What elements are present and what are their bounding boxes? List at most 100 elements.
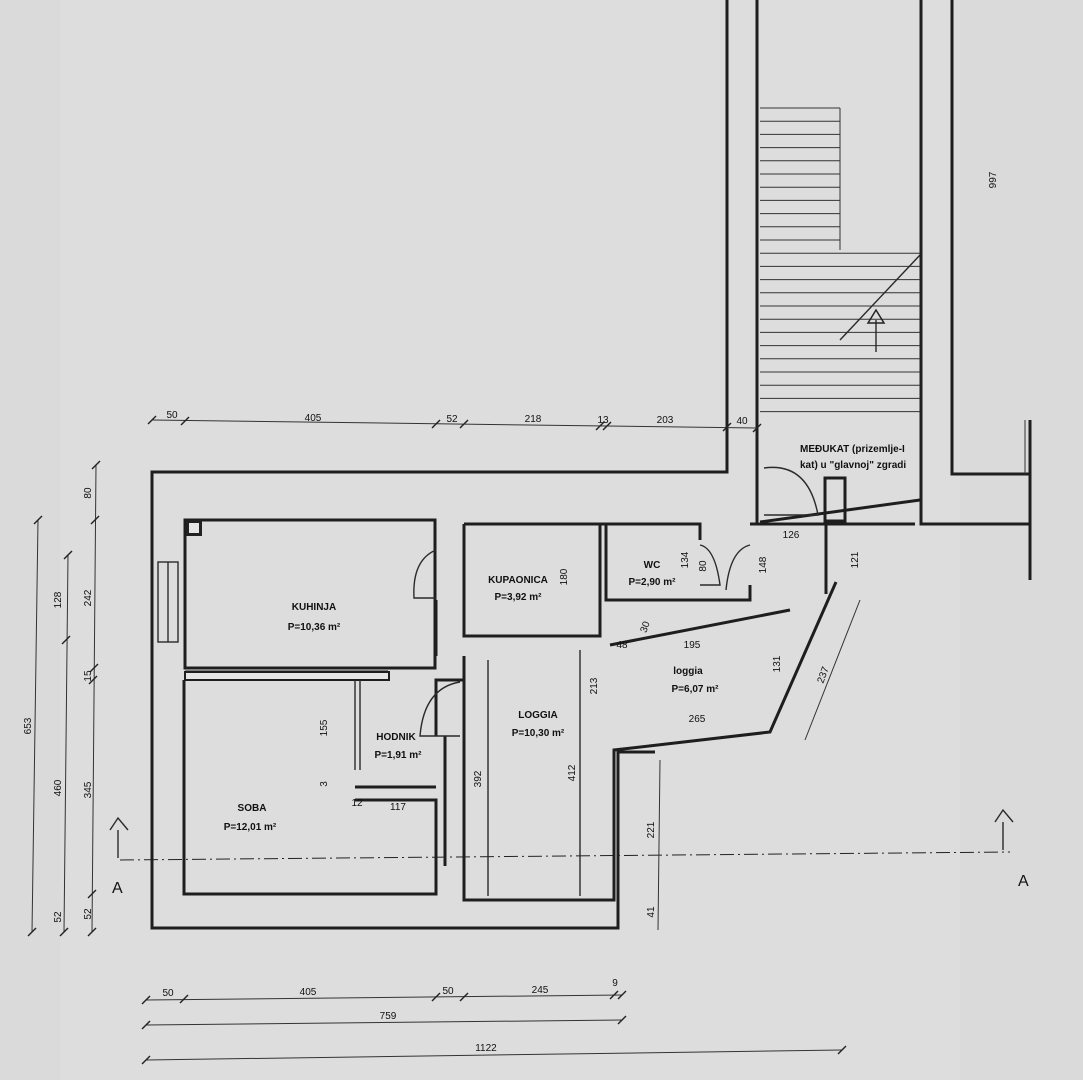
room-name-kuhinja: KUHINJA [292, 602, 336, 613]
room-area-kuhinja: P=10,36 m² [288, 622, 341, 633]
apartment-walls [157, 476, 921, 902]
dimension-tick [61, 635, 71, 645]
dimension-tick [33, 515, 43, 525]
dim-bottom-4: 245 [532, 985, 549, 996]
dim-left-52a: 52 [53, 911, 64, 923]
dim-left-460: 460 [53, 779, 64, 796]
dim-top-1: 50 [166, 410, 178, 421]
dim-top-5: 13 [597, 415, 609, 426]
dim-left-128: 128 [53, 591, 64, 608]
dim-top-4: 218 [525, 414, 542, 425]
dim-left-15: 15 [83, 670, 94, 682]
dimension-tick [89, 663, 99, 673]
dim-left-345: 345 [83, 781, 94, 798]
dim-155: 155 [319, 719, 330, 736]
dimension-tick [90, 515, 100, 525]
dim-top-7: 40 [736, 416, 748, 427]
dim-left-653: 653 [23, 717, 34, 734]
section-arrow-icon [109, 808, 1014, 858]
dimension-tick [722, 422, 732, 432]
dimension-tick [617, 1015, 627, 1025]
note-line-2: kat) u "glavnoj" zgradi [800, 460, 906, 471]
dim-392: 392 [473, 770, 484, 787]
section-label-right: A [1018, 873, 1029, 890]
dim-left-52b: 52 [83, 908, 94, 920]
dim-bottom-2: 405 [300, 987, 317, 998]
dimension-tick [180, 416, 190, 426]
room-area-wc: P=2,90 m² [629, 577, 677, 588]
dimension-tick [431, 419, 441, 429]
dim-117: 117 [390, 802, 406, 813]
room-name-loggia-small: loggia [673, 666, 703, 677]
dimension-tick [88, 675, 98, 685]
dim-left-242: 242 [83, 589, 94, 606]
room-name-wc: WC [644, 560, 661, 571]
dim-bottom-3: 50 [442, 986, 454, 997]
dim-131: 131 [772, 655, 783, 672]
dim-221: 221 [646, 821, 657, 838]
main-building-walls [150, 0, 1032, 930]
dimension-tick [87, 927, 97, 937]
dimension-tick [617, 990, 627, 1000]
dim-right-997: 997 [988, 171, 999, 188]
dimension-tick [179, 994, 189, 1004]
dimension-tick [431, 992, 441, 1002]
dim-left-80: 80 [83, 487, 94, 499]
dimension-tick [602, 421, 612, 431]
dim-134: 134 [680, 551, 691, 568]
dimension-tick [837, 1045, 847, 1055]
room-area-loggia-small: P=6,07 m² [672, 684, 720, 695]
dimension-tick [141, 1020, 151, 1030]
dimension-tick [59, 927, 69, 937]
dim-3: 3 [319, 781, 330, 787]
dim-total-1122: 1122 [475, 1043, 497, 1054]
staircase [760, 107, 920, 413]
dimension-tick [459, 992, 469, 1002]
dim-180: 180 [559, 568, 570, 585]
room-area-loggia-large: P=10,30 m² [512, 728, 565, 739]
dim-top-3: 52 [446, 414, 458, 425]
dimension-tick [141, 1055, 151, 1065]
dim-total-759: 759 [380, 1011, 397, 1022]
room-area-kupaonica: P=3,92 m² [495, 592, 543, 603]
dimension-ticks [27, 415, 847, 1065]
room-area-hodnik: P=1,91 m² [375, 750, 423, 761]
dim-30: 30 [639, 620, 653, 635]
dim-48: 48 [616, 640, 628, 651]
section-line [119, 851, 1011, 861]
dim-148: 148 [758, 556, 769, 573]
section-label-left: A [112, 880, 123, 897]
dim-265: 265 [689, 714, 706, 725]
dim-top-2: 405 [305, 413, 322, 424]
dimension-tick [752, 423, 762, 433]
dim-412: 412 [567, 764, 578, 781]
dimension-tick [609, 990, 619, 1000]
dimension-tick [27, 927, 37, 937]
dimension-tick [87, 889, 97, 899]
dimension-tick [91, 460, 101, 470]
room-name-loggia-large: LOGGIA [518, 710, 557, 721]
room-name-hodnik: HODNIK [376, 732, 416, 743]
dim-bottom-5: 9 [612, 978, 618, 989]
dim-12: 12 [351, 798, 363, 809]
dim-80: 80 [698, 560, 709, 572]
dimension-tick [141, 995, 151, 1005]
stair-arrow-icon [839, 254, 921, 352]
dim-126: 126 [783, 530, 800, 541]
dimension-tick [147, 415, 157, 425]
room-name-kupaonica: KUPAONICA [488, 575, 548, 586]
dim-213: 213 [589, 677, 600, 694]
room-name-soba: SOBA [238, 803, 267, 814]
dimension-tick [63, 550, 73, 560]
note-line-1: MEĐUKAT (prizemlje-I [800, 444, 905, 455]
dimension-tick [595, 421, 605, 431]
door-icon [413, 466, 819, 737]
dim-195: 195 [684, 640, 701, 651]
dim-41: 41 [646, 906, 657, 918]
dim-121: 121 [850, 551, 861, 568]
dimension-tick [459, 419, 469, 429]
dim-bottom-1: 50 [162, 988, 174, 999]
dim-top-6: 203 [657, 415, 674, 426]
room-area-soba: P=12,01 m² [224, 822, 277, 833]
